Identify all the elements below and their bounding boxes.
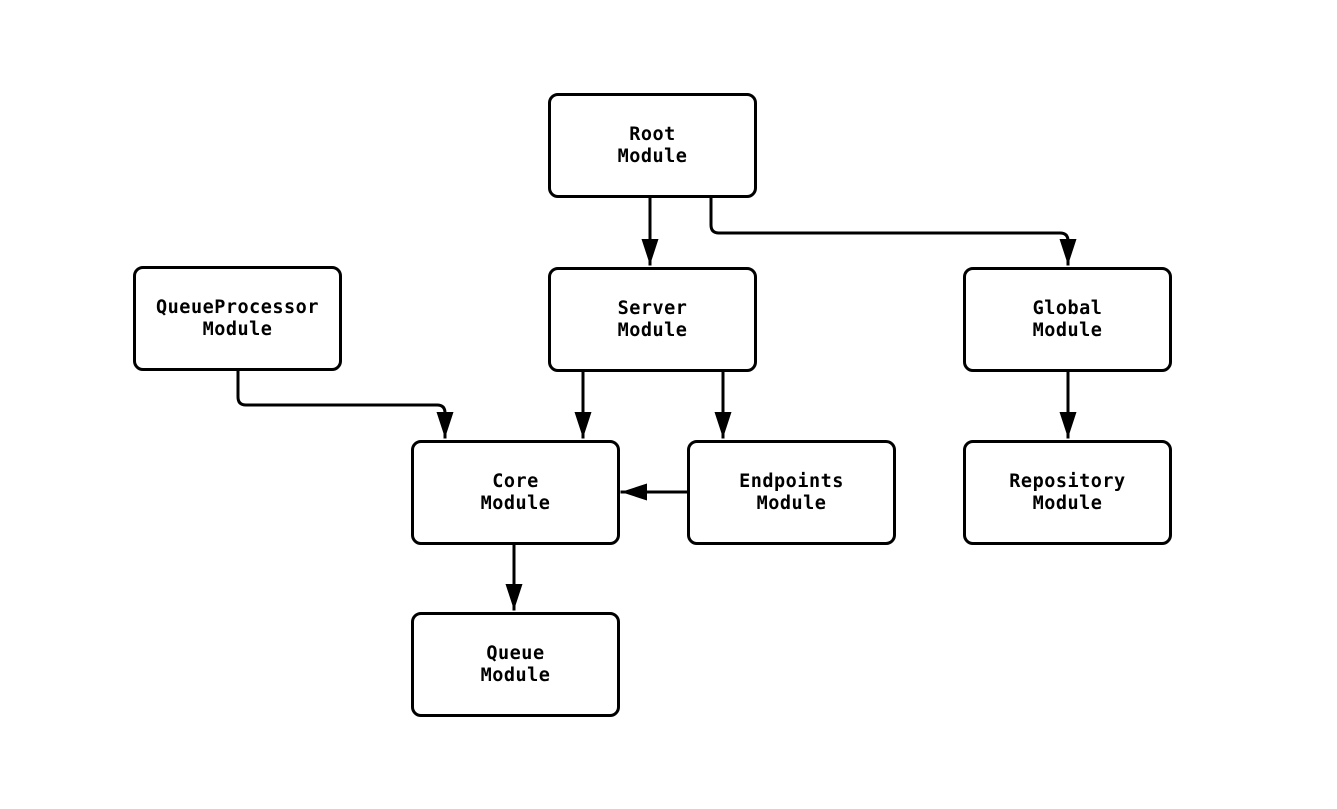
node-queueprocessor-module: QueueProcessor Module — [133, 266, 342, 371]
node-repository-module: Repository Module — [963, 440, 1172, 545]
node-global-module: Global Module — [963, 267, 1172, 372]
node-server-module-label: Server Module — [617, 297, 688, 341]
node-root-module: Root Module — [548, 93, 757, 198]
node-root-module-label: Root Module — [617, 123, 688, 167]
node-endpoints-module: Endpoints Module — [687, 440, 896, 545]
node-queueprocessor-module-label: QueueProcessor Module — [156, 296, 319, 340]
node-repository-module-label: Repository Module — [1009, 470, 1126, 514]
node-core-module-label: Core Module — [480, 470, 551, 514]
node-core-module: Core Module — [411, 440, 620, 545]
node-endpoints-module-label: Endpoints Module — [739, 470, 844, 514]
node-queue-module-label: Queue Module — [480, 642, 551, 686]
edge-root-to-global — [709, 196, 1077, 266]
node-server-module: Server Module — [548, 267, 757, 372]
edge-queueprocessor-to-core — [236, 369, 454, 439]
node-global-module-label: Global Module — [1032, 297, 1103, 341]
node-queue-module: Queue Module — [411, 612, 620, 717]
